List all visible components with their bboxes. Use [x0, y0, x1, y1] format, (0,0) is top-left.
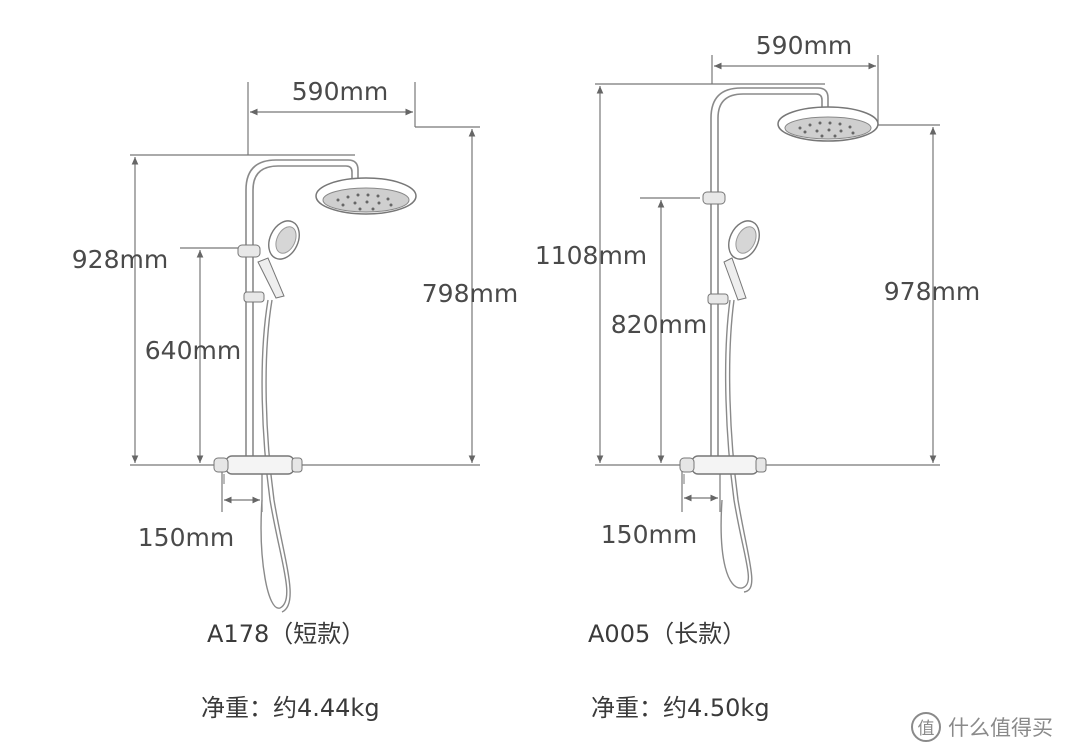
- a178-total-height-label: 928mm: [72, 245, 168, 274]
- a178-slider-height-label: 640mm: [145, 336, 241, 365]
- a005-slider-height-label: 820mm: [611, 310, 707, 339]
- a178-valve-spacing-label: 150mm: [138, 523, 234, 552]
- a005-arm-width-label: 590mm: [756, 31, 852, 60]
- a178-shower-column: [213, 159, 417, 613]
- a005-head-height-label: 978mm: [884, 277, 980, 306]
- watermark: 值 什么值得买: [911, 712, 1053, 742]
- zhi-badge-icon: 值: [911, 712, 941, 742]
- a178-head-height-label: 798mm: [422, 279, 518, 308]
- model-a005-drawing: 590mm 1108mm 978mm 820mm 150mm A005（长款） …: [535, 31, 980, 722]
- a178-model-name: A178（短款）: [207, 620, 365, 648]
- a005-shower-column: [679, 87, 879, 593]
- a178-net-weight: 净重：约4.44kg: [201, 694, 380, 722]
- a005-model-name: A005（长款）: [588, 620, 746, 648]
- a005-valve-spacing-label: 150mm: [601, 520, 697, 549]
- a178-arm-width-label: 590mm: [292, 77, 388, 106]
- a178-valve-spacing-dimension-line: [221, 470, 263, 512]
- svg-text:值: 值: [918, 719, 935, 739]
- a005-total-height-label: 1108mm: [535, 241, 647, 270]
- model-a178-drawing: 590mm 928mm 798mm 640mm 150mm A178（短款） 净…: [72, 77, 518, 722]
- a005-net-weight: 净重：约4.50kg: [591, 694, 770, 722]
- watermark-text: 什么值得买: [948, 716, 1053, 740]
- a005-valve-spacing-dimension-line: [681, 470, 721, 512]
